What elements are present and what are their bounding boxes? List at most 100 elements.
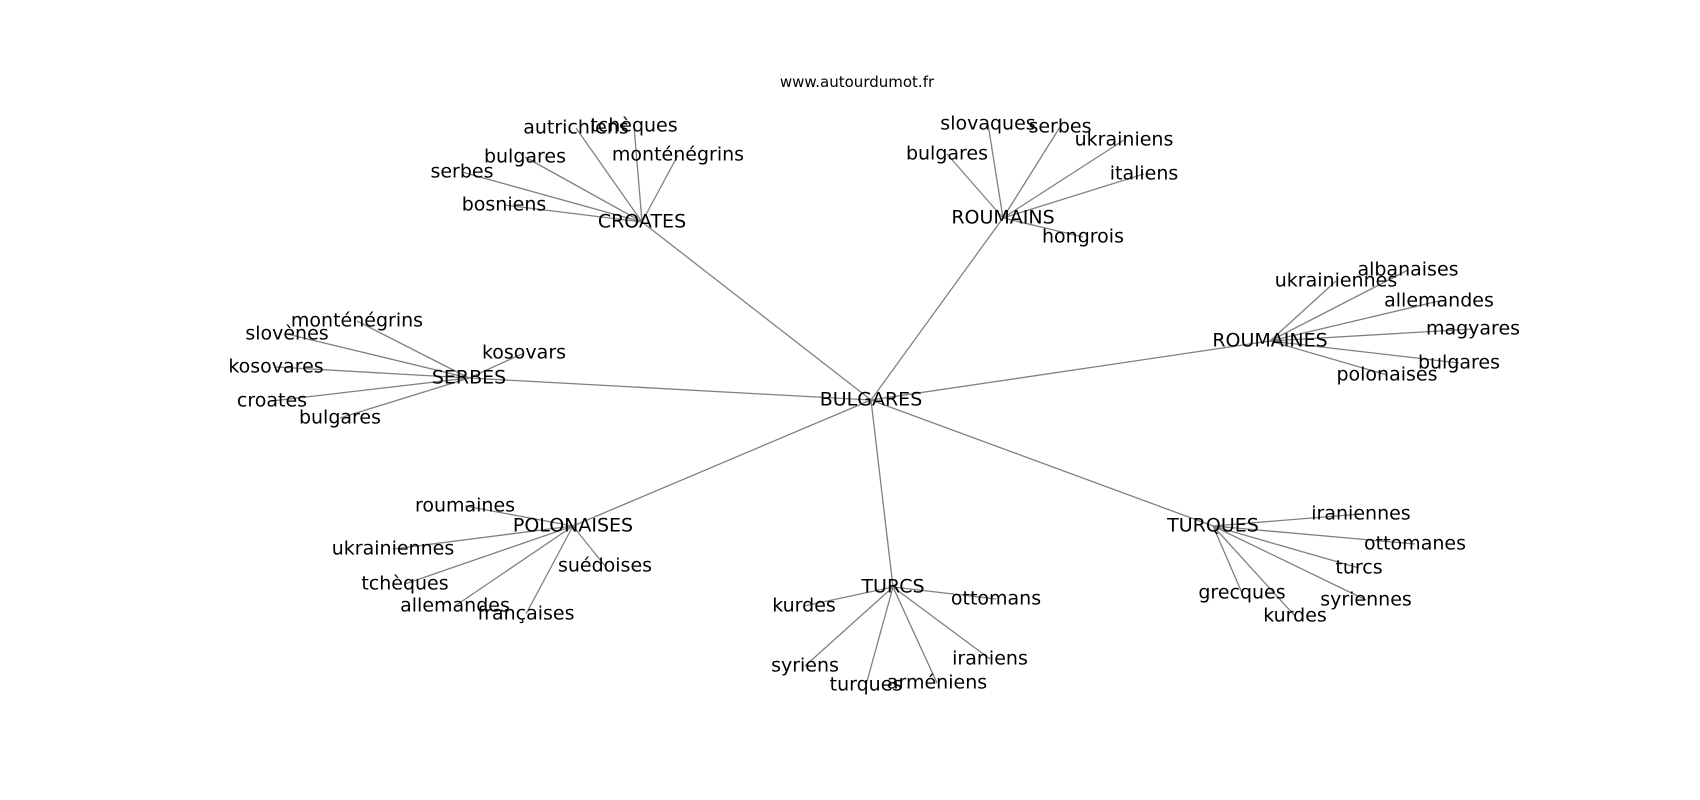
edge-root-turques <box>870 399 1214 527</box>
node-label-t3: syriens <box>771 655 839 677</box>
node-label-q1: iraniennes <box>1311 503 1410 525</box>
node-label-s1: monténégrins <box>291 310 423 332</box>
edge-croates-c5 <box>461 171 643 223</box>
edge-croates-c2 <box>633 125 643 223</box>
edge-roumaines-ra2 <box>1269 280 1337 342</box>
node-label-ra4: magyares <box>1426 318 1520 340</box>
node-label-turques: TURQUES <box>1166 515 1259 537</box>
edge-turques-q2 <box>1212 525 1416 545</box>
edge-turcs-t6 <box>892 586 938 684</box>
edge-polonaises-p2 <box>392 525 574 550</box>
edge-serbes-s1 <box>356 320 470 379</box>
edge-polonaises-p1 <box>464 505 574 527</box>
edge-croates-c6 <box>503 204 643 223</box>
node-label-ra6: polonaises <box>1336 364 1437 386</box>
node-label-roumaines: ROUMAINES <box>1212 330 1327 352</box>
node-label-q4: grecques <box>1198 582 1285 604</box>
node-label-p2: ukrainiennes <box>332 538 454 560</box>
node-label-t4: iraniens <box>952 648 1028 670</box>
edge-serbes-s2 <box>286 333 470 379</box>
node-label-croates: CROATES <box>598 211 686 233</box>
node-label-c2: tchèques <box>590 115 677 137</box>
edge-turcs-t4 <box>892 586 991 660</box>
node-label-q5: syriennes <box>1320 589 1412 611</box>
edge-polonaises-p4 <box>404 525 574 585</box>
node-label-t1: kurdes <box>772 595 836 617</box>
graph-nodes: BULGARES CROATES ROUMAINS ROUMAINES SERBES PO… <box>228 113 1520 696</box>
edge-polonaises-p3 <box>572 525 606 567</box>
node-label-c5: serbes <box>430 161 493 183</box>
edge-serbes-s3 <box>468 352 525 379</box>
edge-roumains-r5 <box>1002 173 1145 219</box>
edge-roumains-r1 <box>987 123 1004 219</box>
edge-turques-q3 <box>1212 525 1360 569</box>
edge-turcs-t1 <box>803 586 894 607</box>
node-label-ra1: albanaises <box>1357 259 1458 281</box>
edge-serbes-s5 <box>271 377 470 402</box>
graph-edges <box>271 123 1474 686</box>
edge-croates-c1 <box>575 127 643 223</box>
node-label-t2: ottomans <box>951 588 1041 610</box>
edge-roumaines-ra4 <box>1269 328 1474 342</box>
edge-polonaises-p5 <box>454 525 574 607</box>
node-label-t5: turques <box>830 674 903 696</box>
node-label-q3: turcs <box>1335 557 1382 579</box>
edge-turques-q6 <box>1212 525 1296 617</box>
node-label-r2: serbes <box>1028 116 1091 138</box>
edge-root-serbes <box>468 377 872 401</box>
node-label-s5: croates <box>237 390 307 412</box>
node-label-ra2: ukrainiennes <box>1275 270 1397 292</box>
node-label-r4: bulgares <box>906 143 988 165</box>
edge-turcs-t5 <box>865 586 894 686</box>
node-label-polonaises: POLONAISES <box>513 515 633 537</box>
edge-turques-q1 <box>1212 513 1362 527</box>
edge-roumaines-ra1 <box>1269 269 1409 342</box>
edge-serbes-s4 <box>275 366 470 379</box>
node-label-s2: slovènes <box>245 323 328 345</box>
node-label-s3: kosovars <box>482 342 566 364</box>
edge-turcs-t3 <box>804 586 894 667</box>
node-label-roumains: ROUMAINS <box>951 207 1054 229</box>
edge-roumains-r2 <box>1002 126 1061 219</box>
edge-roumains-r6 <box>1002 217 1084 238</box>
node-label-r1: slovaques <box>940 113 1035 135</box>
edge-roumaines-ra5 <box>1269 340 1460 364</box>
node-label-p6: françaises <box>477 603 574 625</box>
edge-turques-q4 <box>1212 525 1243 594</box>
edge-polonaises-p6 <box>525 525 574 615</box>
node-label-serbes: SERBES <box>432 367 506 389</box>
edge-roumains-r4 <box>946 153 1004 219</box>
edge-croates-c3 <box>524 156 643 223</box>
node-label-q6: kurdes <box>1263 605 1327 627</box>
node-label-s4: kosovares <box>228 356 323 378</box>
edge-root-roumaines <box>870 340 1271 401</box>
node-label-c1: autrichiens <box>523 117 629 139</box>
node-label-s6: bulgares <box>299 407 381 429</box>
node-label-c6: bosniens <box>462 194 547 216</box>
node-label-ra3: allemandes <box>1384 290 1494 312</box>
node-label-t6: arméniens <box>887 672 987 694</box>
edge-croates-c4 <box>641 154 679 223</box>
node-label-c3: bulgares <box>484 146 566 168</box>
node-label-root: BULGARES <box>820 389 923 411</box>
node-label-r5: italiens <box>1110 163 1179 185</box>
node-label-p1: roumaines <box>415 495 515 517</box>
node-label-c4: monténégrins <box>612 144 744 166</box>
node-label-ra5: bulgares <box>1418 352 1500 374</box>
edge-root-croates <box>641 221 872 401</box>
site-url: www.autourdumot.fr <box>780 73 935 91</box>
edge-roumains-r3 <box>1002 139 1125 219</box>
edge-serbes-s6 <box>339 377 470 419</box>
edge-root-polonaises <box>572 399 872 527</box>
edge-turques-q5 <box>1212 525 1367 601</box>
node-label-q2: ottomanes <box>1364 533 1466 555</box>
edge-roumaines-ra3 <box>1269 300 1440 342</box>
node-label-p5: allemandes <box>400 595 510 617</box>
node-label-r3: ukrainiens <box>1075 129 1174 151</box>
node-label-r6: hongrois <box>1042 226 1124 248</box>
node-label-p3: suédoises <box>558 555 652 577</box>
edge-root-roumains <box>870 217 1004 401</box>
edge-roumaines-ra6 <box>1269 340 1388 376</box>
edge-turcs-t2 <box>892 586 997 600</box>
